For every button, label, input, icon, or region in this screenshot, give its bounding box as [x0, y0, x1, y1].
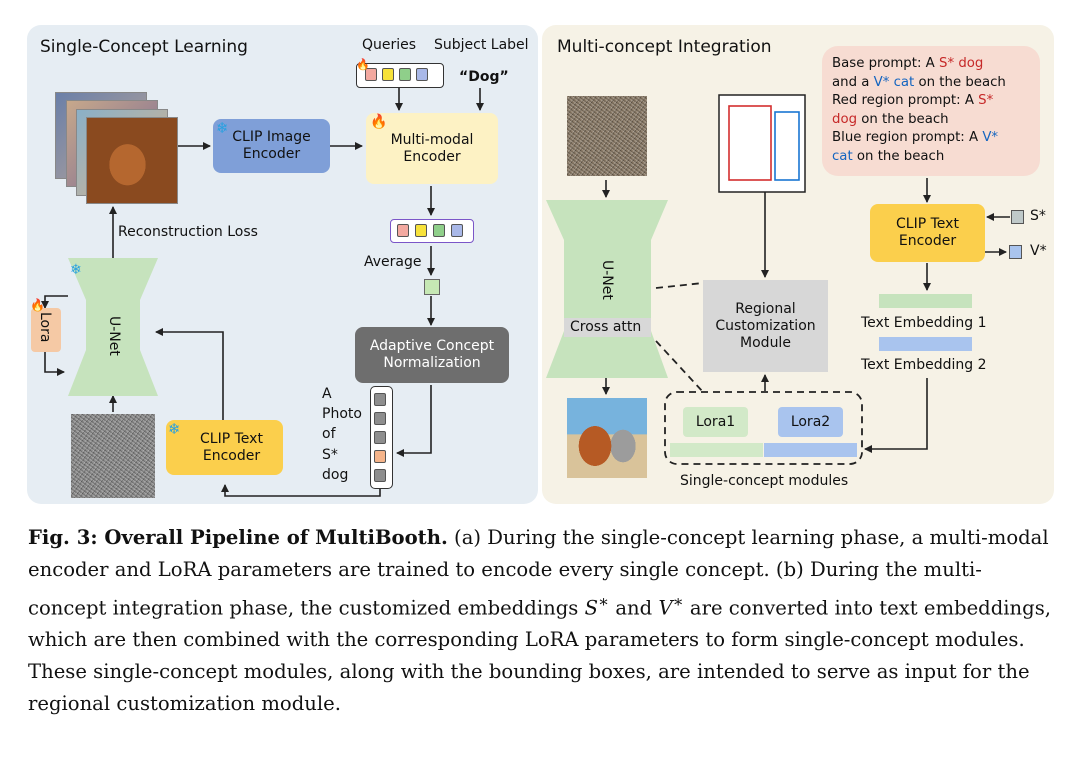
queries-label: Queries [362, 37, 417, 53]
prompt-box: Base prompt: A S* dog and a V* cat on the… [822, 46, 1040, 176]
lora1-block: Lora1 [683, 407, 748, 437]
subject-label-header: Subject Label [434, 37, 529, 53]
encoded-tokens [390, 219, 474, 243]
unet-shape-left [68, 258, 158, 396]
noise-image [71, 414, 155, 498]
prompt-line: Base prompt: A S* dog [832, 56, 984, 71]
text-embedding-2-label: Text Embedding 2 [861, 357, 987, 373]
embedding-bar-1-small [670, 443, 763, 457]
prompt-line: and a V* cat on the beach [832, 74, 1006, 90]
single-concept-modules-label: Single-concept modules [680, 473, 849, 489]
average-label: Average [364, 254, 422, 270]
cross-attn-label: Cross attn [570, 319, 642, 335]
flame-icon: 🔥 [356, 58, 370, 71]
prompt-line: Red region prompt: A S* [832, 93, 994, 108]
prompt-token-column [370, 386, 393, 489]
caption-text-a: (a) During the single-concept learning p… [28, 526, 1049, 620]
query-tokens [356, 63, 444, 88]
snowflake-icon: ❄ [216, 119, 229, 137]
snowflake-icon: ❄ [168, 420, 181, 438]
prompt-line: Blue region prompt: A V* [832, 130, 999, 145]
caption-text-b: are converted into text embeddings, whic… [28, 596, 1051, 715]
regional-customization-module: Regional Customization Module [703, 280, 828, 372]
clip-image-encoder: CLIP Image Encoder [213, 119, 330, 173]
lora2-block: Lora2 [778, 407, 843, 437]
unet-label-left: U-Net [106, 316, 122, 356]
noisy-image [567, 96, 647, 176]
panel-title-multi: Multi-concept Integration [557, 37, 772, 57]
caption-s-symbol: S [584, 596, 599, 620]
s-star-token [1011, 210, 1024, 224]
lora-label: Lora [37, 312, 53, 343]
adaptive-concept-normalization: Adaptive Concept Normalization [355, 327, 509, 383]
flame-icon: 🔥 [370, 114, 388, 130]
flame-icon: 🔥 [30, 298, 45, 312]
averaged-token [424, 279, 440, 295]
v-star-token [1009, 245, 1022, 259]
panel-title-single: Single-Concept Learning [40, 37, 248, 57]
output-image [567, 398, 647, 478]
caption-title: Fig. 3: Overall Pipeline of MultiBooth. [28, 526, 448, 549]
prompt-words: A Photo of S* dog [322, 386, 362, 483]
caption-v-symbol: V [658, 596, 673, 620]
text-embedding-1-label: Text Embedding 1 [861, 315, 987, 331]
v-star-label: V* [1030, 243, 1047, 259]
prompt-line: cat on the beach [832, 148, 945, 164]
subject-label-value: “Dog” [459, 69, 509, 85]
dog-photo [86, 117, 178, 204]
clip-text-encoder-left: CLIP Text Encoder [166, 420, 283, 475]
prompt-line: dog on the beach [832, 111, 949, 127]
text-embedding-bar-1 [879, 294, 972, 308]
multimodal-encoder: Multi-modal Encoder [366, 113, 498, 184]
figure-caption: Fig. 3: Overall Pipeline of MultiBooth. … [28, 526, 1051, 715]
clip-text-encoder-right: CLIP Text Encoder [870, 204, 985, 262]
text-embedding-bar-2 [879, 337, 972, 351]
reconstruction-loss-label: Reconstruction Loss [118, 224, 258, 240]
embedding-bar-2-small [764, 443, 857, 457]
lora-block [31, 308, 61, 352]
snowflake-icon: ❄ [70, 262, 82, 278]
unet-label-right: U-Net [599, 260, 615, 300]
s-star-label: S* [1030, 208, 1046, 224]
